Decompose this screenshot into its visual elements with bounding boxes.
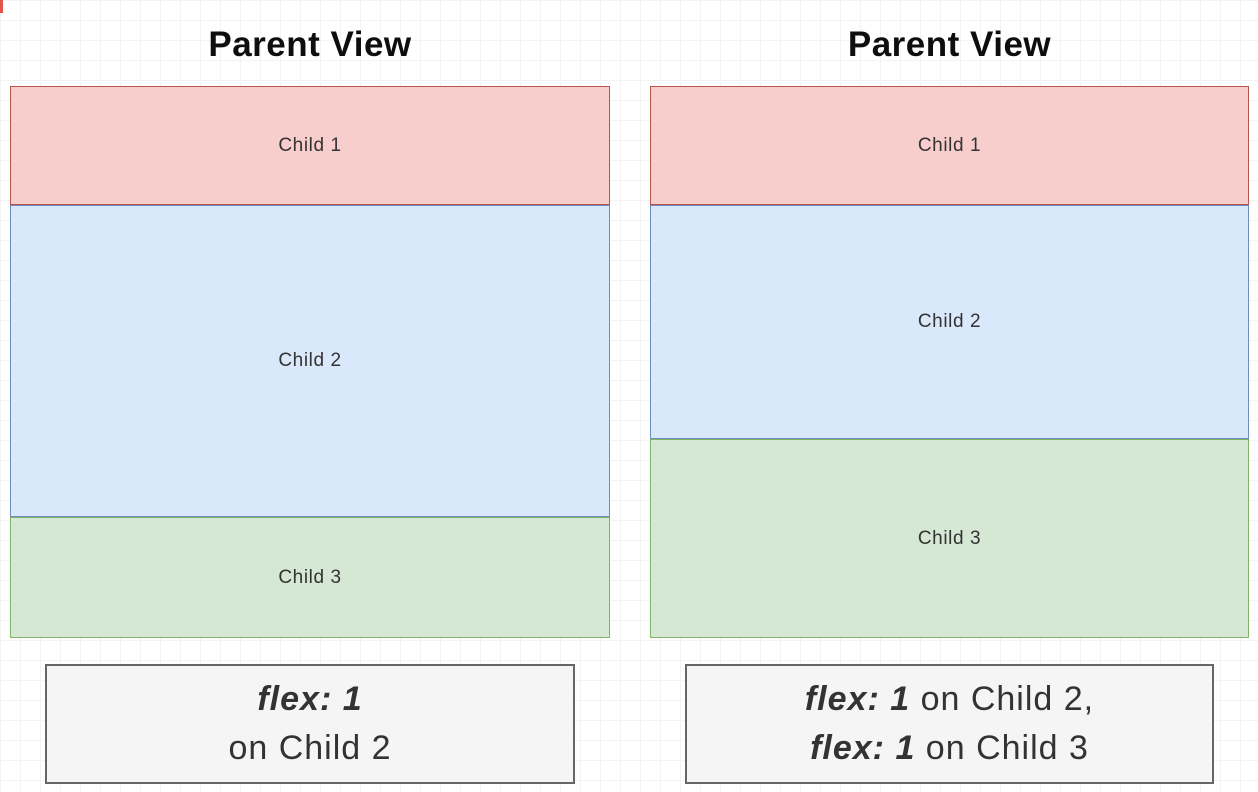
caption-line: on Child 2 <box>228 724 391 773</box>
child-box-child-1: Child 1 <box>10 86 610 205</box>
caption-line: flex: 1 on Child 3 <box>810 724 1089 773</box>
parent-view-title: Parent View <box>847 25 1052 64</box>
caption-flex-keyword: flex: 1 <box>810 729 916 767</box>
caption-flex-keyword: flex: 1 <box>257 680 363 718</box>
parent-view-box: Child 1 Child 2 Child 3 <box>650 86 1249 638</box>
diagram-right-flex-on-child2-child3: Parent View Child 1 Child 2 Child 3 flex: … <box>650 0 1249 792</box>
parent-view-title: Parent View <box>208 25 412 64</box>
caption-text: on Child 3 <box>915 729 1089 767</box>
page-corner-marker <box>0 0 3 13</box>
caption-text: on Child 2, <box>910 680 1095 718</box>
child-box-child-2: Child 2 <box>650 205 1249 439</box>
child-label: Child 2 <box>278 350 342 371</box>
caption-flex-keyword: flex: 1 <box>804 680 911 718</box>
child-box-child-1: Child 1 <box>650 86 1249 205</box>
child-label: Child 3 <box>917 527 982 549</box>
diagram-left-flex-on-child2: Parent View Child 1 Child 2 Child 3 flex: … <box>10 0 610 792</box>
child-box-child-2: Child 2 <box>10 205 610 517</box>
caption-line: flex: 1 on Child 2, <box>805 675 1094 724</box>
caption-box: flex: 1 on Child 2,flex: 1 on Child 3 <box>685 664 1214 784</box>
child-box-child-3: Child 3 <box>10 517 610 638</box>
child-box-child-3: Child 3 <box>650 439 1249 638</box>
parent-view-box: Child 1 Child 2 Child 3 <box>10 86 610 638</box>
caption-box: flex: 1 on Child 2 <box>45 664 575 784</box>
child-label: Child 3 <box>278 566 342 588</box>
child-label: Child 2 <box>917 311 982 332</box>
child-label: Child 1 <box>278 134 342 156</box>
child-label: Child 1 <box>917 134 982 156</box>
caption-text: on Child 2 <box>228 729 392 767</box>
caption-line: flex: 1 <box>257 675 362 724</box>
